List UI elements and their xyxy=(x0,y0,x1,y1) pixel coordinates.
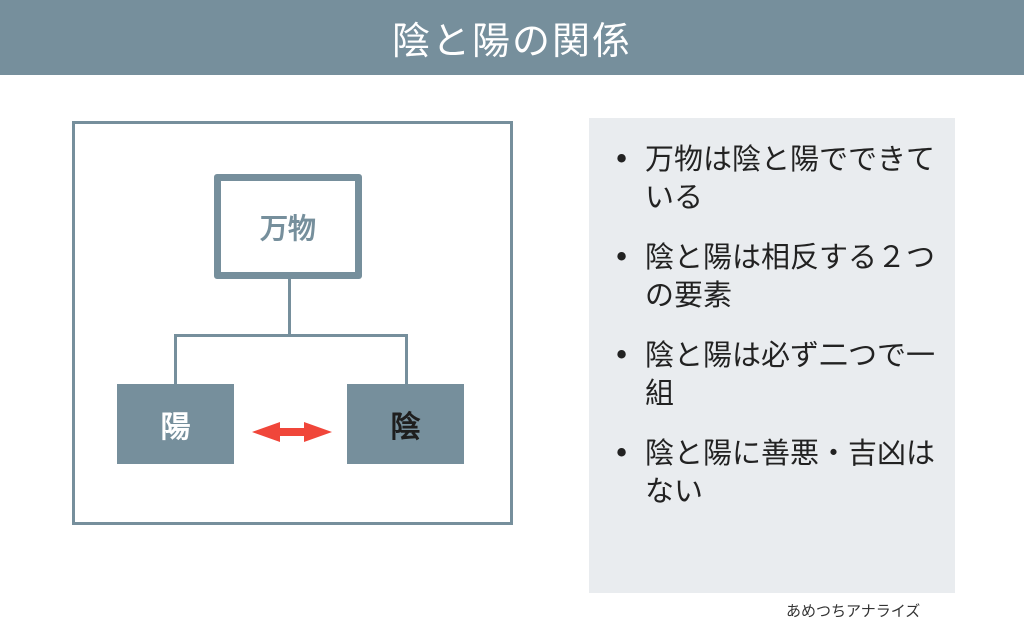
bullet-dot: • xyxy=(613,240,631,274)
bullet-item: • 陰と陽に善悪・吉凶はない xyxy=(589,434,935,510)
yang-node-label: 陽 xyxy=(160,410,191,445)
connector-root-vertical xyxy=(288,279,291,336)
yin-node-label: 陰 xyxy=(390,410,421,445)
diagram-frame xyxy=(72,121,513,525)
connector-left-vertical xyxy=(174,334,177,384)
bullet-item: • 陰と陽は必ず二つで一組 xyxy=(589,336,935,412)
slide-header: 陰と陽の関係 xyxy=(0,0,1024,75)
slide-title: 陰と陽の関係 xyxy=(391,19,632,63)
root-node-label: 万物 xyxy=(259,211,316,245)
bullet-text: 陰と陽は必ず二つで一組 xyxy=(645,338,936,410)
bullet-text: 陰と陽に善悪・吉凶はない xyxy=(645,436,936,508)
yang-node: 陽 xyxy=(117,384,234,464)
bullet-item: • 陰と陽は相反する２つの要素 xyxy=(589,238,935,314)
bullet-dot: • xyxy=(613,436,631,470)
bullet-panel: • 万物は陰と陽でできている • 陰と陽は相反する２つの要素 • 陰と陽は必ず二つで一… xyxy=(589,118,955,593)
credit-text: あめつちアナライズ xyxy=(786,602,921,620)
connector-right-vertical xyxy=(405,334,408,384)
yin-node: 陰 xyxy=(347,384,464,464)
connector-horizontal xyxy=(174,334,408,337)
bullet-dot: • xyxy=(613,142,631,176)
bullet-text: 陰と陽は相反する２つの要素 xyxy=(645,240,936,312)
root-node: 万物 xyxy=(214,174,362,279)
bullet-text: 万物は陰と陽でできている xyxy=(645,142,936,214)
bullet-item: • 万物は陰と陽でできている xyxy=(589,140,935,216)
bullet-dot: • xyxy=(613,338,631,372)
double-arrow-icon xyxy=(252,422,332,442)
